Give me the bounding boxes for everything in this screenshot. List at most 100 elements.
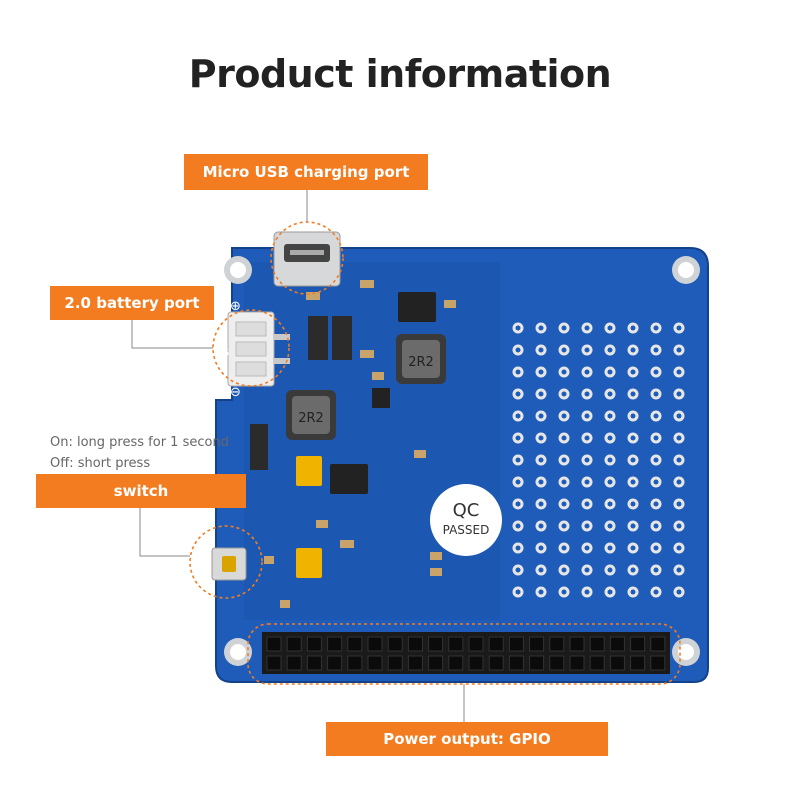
proto-hole-center	[561, 589, 567, 595]
proto-hole-center	[630, 589, 636, 595]
proto-hole-center	[607, 501, 613, 507]
proto-hole-center	[584, 369, 590, 375]
proto-hole-center	[584, 523, 590, 529]
gpio-socket	[468, 636, 484, 652]
proto-hole-center	[607, 567, 613, 573]
switch-off-note: Off: short press	[50, 456, 151, 471]
proto-hole-center	[676, 413, 682, 419]
proto-hole-center	[584, 501, 590, 507]
gpio-socket	[286, 636, 302, 652]
gpio-socket	[589, 655, 605, 671]
proto-hole-center	[538, 523, 544, 529]
proto-hole-center	[653, 501, 659, 507]
gpio-socket	[428, 636, 444, 652]
proto-hole-center	[538, 391, 544, 397]
gpio-socket	[367, 655, 383, 671]
gpio-socket	[609, 636, 625, 652]
proto-hole-center	[515, 325, 521, 331]
proto-hole-center	[630, 457, 636, 463]
gpio-socket	[609, 655, 625, 671]
proto-hole-center	[676, 589, 682, 595]
proto-hole-center	[584, 347, 590, 353]
proto-hole-center	[653, 589, 659, 595]
proto-hole-center	[515, 391, 521, 397]
proto-hole-center	[607, 391, 613, 397]
proto-hole-center	[607, 325, 613, 331]
gpio-socket	[630, 655, 646, 671]
proto-hole-center	[607, 435, 613, 441]
inductor-marking-l2: 2R2	[298, 411, 324, 426]
qc-label: QC	[453, 500, 480, 521]
gpio-socket	[327, 655, 343, 671]
inductor-marking-l1: 2R2	[408, 355, 434, 370]
proto-hole-center	[607, 523, 613, 529]
proto-hole-center	[515, 589, 521, 595]
gpio-socket	[549, 636, 565, 652]
proto-hole-center	[561, 391, 567, 397]
proto-hole-center	[676, 457, 682, 463]
proto-hole-center	[584, 325, 590, 331]
plus-marking: ⊕	[230, 299, 241, 314]
proto-hole-center	[676, 523, 682, 529]
proto-hole-center	[653, 391, 659, 397]
gpio-socket	[387, 636, 403, 652]
proto-hole-center	[630, 567, 636, 573]
gpio-socket	[488, 655, 504, 671]
proto-hole-center	[538, 479, 544, 485]
proto-hole-center	[630, 347, 636, 353]
minus-marking: ⊖	[230, 385, 241, 400]
gpio-socket	[407, 655, 423, 671]
proto-hole-center	[653, 369, 659, 375]
proto-hole-center	[630, 545, 636, 551]
usb-port-label: Micro USB charging port	[184, 154, 428, 190]
proto-hole-center	[607, 413, 613, 419]
proto-hole-center	[630, 391, 636, 397]
gpio-socket	[650, 636, 666, 652]
gpio-socket	[468, 655, 484, 671]
gpio-socket	[327, 636, 343, 652]
proto-hole-center	[561, 567, 567, 573]
proto-hole-center	[515, 479, 521, 485]
proto-hole-center	[630, 501, 636, 507]
proto-hole-center	[653, 413, 659, 419]
proto-hole-center	[676, 545, 682, 551]
proto-hole-center	[561, 347, 567, 353]
proto-hole-center	[676, 369, 682, 375]
gpio-socket	[266, 655, 282, 671]
proto-hole-center	[515, 545, 521, 551]
proto-hole-center	[561, 501, 567, 507]
proto-hole-center	[607, 479, 613, 485]
gpio-socket	[448, 636, 464, 652]
proto-hole-center	[584, 589, 590, 595]
proto-hole-center	[561, 479, 567, 485]
proto-hole-center	[630, 523, 636, 529]
proto-hole-center	[561, 435, 567, 441]
gpio-socket	[569, 655, 585, 671]
gpio-socket	[306, 636, 322, 652]
gpio-socket	[428, 655, 444, 671]
proto-hole-center	[515, 567, 521, 573]
proto-hole-center	[561, 523, 567, 529]
proto-hole-center	[653, 567, 659, 573]
gpio-socket	[488, 636, 504, 652]
proto-hole-center	[676, 435, 682, 441]
proto-hole-center	[515, 457, 521, 463]
proto-hole-center	[653, 479, 659, 485]
gpio-socket	[569, 636, 585, 652]
j5-marking: J5	[219, 348, 229, 359]
proto-hole-center	[538, 589, 544, 595]
gpio-socket	[387, 655, 403, 671]
proto-hole-center	[607, 369, 613, 375]
proto-hole-center	[630, 435, 636, 441]
gpio-socket	[589, 636, 605, 652]
proto-hole-center	[538, 325, 544, 331]
proto-hole-center	[561, 545, 567, 551]
proto-hole-center	[515, 369, 521, 375]
proto-hole-center	[630, 325, 636, 331]
proto-hole-center	[630, 413, 636, 419]
proto-hole-center	[676, 325, 682, 331]
gpio-socket	[529, 655, 545, 671]
proto-hole-center	[538, 435, 544, 441]
proto-hole-center	[676, 501, 682, 507]
